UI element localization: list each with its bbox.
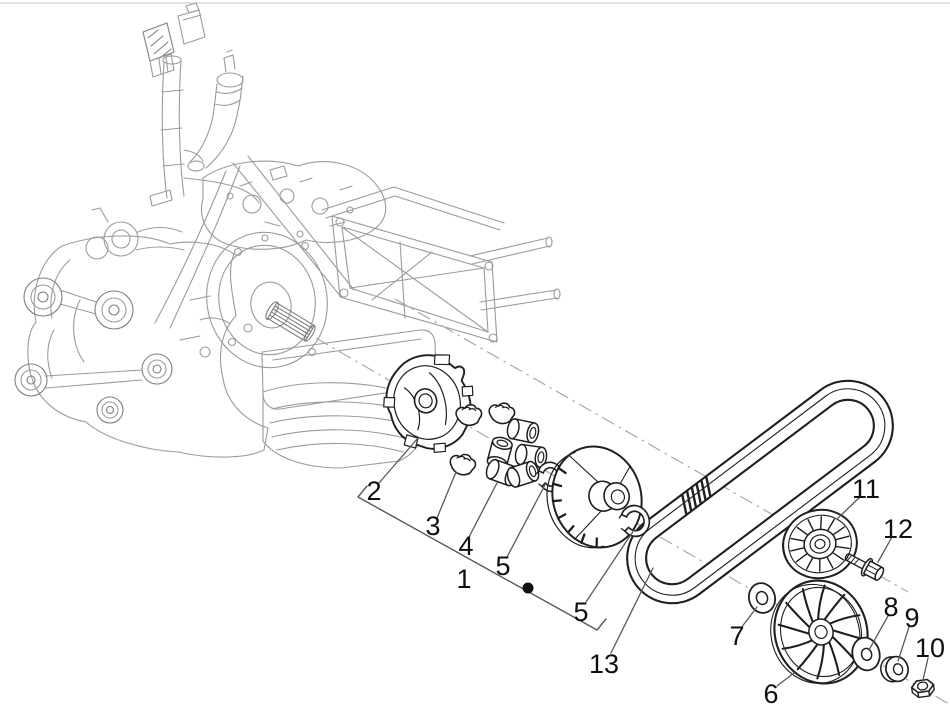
leader-4: [468, 482, 498, 538]
axis-line-upper: [394, 298, 909, 593]
callout-label-6: 6: [763, 679, 778, 709]
leader-10: [922, 657, 929, 681]
rear-bracket-truss: [321, 186, 561, 343]
callout-label-1: 1: [456, 564, 471, 594]
nut-10: [910, 678, 935, 699]
variator-back-plate: [383, 354, 474, 453]
leader-2: [378, 437, 419, 484]
fan-blades: [777, 584, 865, 680]
callout-label-12: 12: [883, 514, 913, 544]
washer-7: [747, 582, 777, 614]
fan-wheel-half-pulley: [770, 579, 869, 685]
callout-label-11: 11: [852, 474, 880, 504]
callout-label-5b: 5: [573, 597, 588, 627]
callout-label-3: 3: [425, 511, 440, 541]
leader-9: [897, 626, 910, 662]
assembly-dot-marker: [522, 582, 534, 594]
mount: [14, 363, 48, 397]
crankcase: [27, 235, 269, 458]
guide-slider: [488, 402, 516, 425]
callout-labels: 2 3 4 1 5 5 13 7 6 8 9 10 11 12: [366, 474, 945, 709]
guide-slider: [449, 453, 477, 476]
callout-label-7: 7: [729, 621, 744, 651]
circlip-rear: [618, 504, 651, 538]
splined-crankshaft: [265, 301, 316, 342]
mount: [23, 277, 63, 317]
callout-label-10: 10: [915, 633, 945, 663]
washer-8: [851, 636, 881, 672]
spacer-9: [880, 655, 909, 683]
idler-roller: [782, 508, 858, 580]
callout-label-9: 9: [904, 603, 919, 633]
leader-6: [776, 672, 795, 687]
driving-half-pulley: [546, 445, 643, 549]
callout-label-5a: 5: [495, 551, 510, 581]
roller-fins: [790, 516, 850, 572]
leader-11: [837, 496, 861, 519]
leader-8: [868, 615, 889, 651]
drive-belt: [626, 379, 894, 605]
callout-leaders: [357, 437, 929, 687]
leader-12: [877, 536, 893, 563]
callout-label-4: 4: [458, 531, 473, 561]
leader-5-front: [506, 482, 547, 558]
roller: [506, 460, 540, 488]
callout-label-8: 8: [883, 592, 898, 622]
leader-3: [436, 471, 457, 519]
leader-5-rear: [585, 529, 635, 603]
flywheel-housing: [206, 231, 328, 369]
frame-struts: [154, 155, 355, 329]
mount: [94, 290, 134, 330]
assembly-bracket: [357, 485, 607, 631]
guide-sliders: [449, 402, 516, 476]
callout-label-2: 2: [366, 476, 381, 506]
guide-slider: [455, 404, 483, 427]
engine-assembly: [14, 2, 561, 469]
mount: [141, 353, 173, 385]
leader-13: [610, 567, 654, 654]
mount: [96, 396, 124, 424]
wiring-harness: [142, 2, 260, 207]
belt-teeth: [681, 476, 712, 515]
engine-mounts: [14, 277, 173, 424]
leader-7: [740, 606, 758, 629]
roller: [506, 418, 540, 444]
roller: [514, 443, 548, 468]
pulley-rim-tabs: [551, 466, 598, 549]
cylinder-head: [201, 160, 387, 250]
throttle-body: [85, 207, 185, 260]
roller-weights: [485, 418, 548, 488]
bolt: [844, 553, 885, 581]
callout-label-13: 13: [589, 649, 619, 679]
